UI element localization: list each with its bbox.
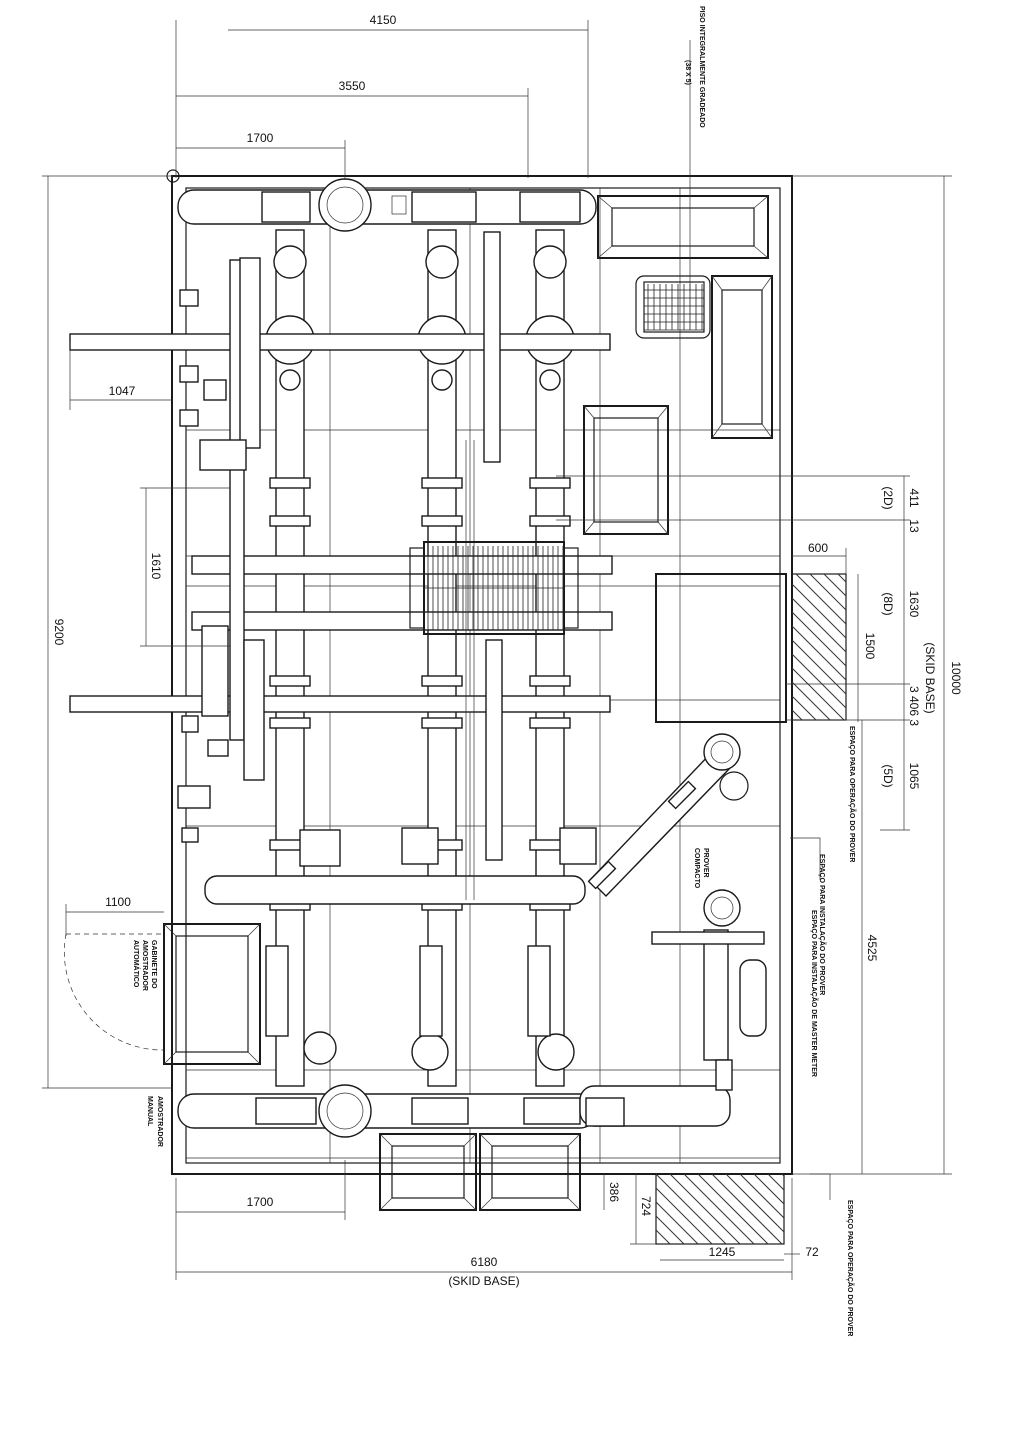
dim-top-3550: 3550 xyxy=(339,79,366,93)
note-espaco-master: ESPAÇO PARA INSTALAÇÃO DE MASTER METER xyxy=(810,910,819,1077)
dim-right-4525: 4525 xyxy=(865,935,879,962)
prover-operation-area-right xyxy=(791,573,847,721)
meter-run-2 xyxy=(401,229,467,1087)
middle-right-cabinet xyxy=(583,405,669,535)
dim-left-9200: 9200 xyxy=(52,619,66,646)
dim-top-4150: 4150 xyxy=(370,13,397,27)
meter-run-1 xyxy=(265,229,341,1087)
dim-right-1630: 1630 xyxy=(907,591,921,618)
note-espaco-prover-2: ESPAÇO PARA INSTALAÇÃO DO PROVER xyxy=(818,854,827,995)
dim-left-1610: 1610 xyxy=(149,553,163,580)
dim-right-411: 411 xyxy=(907,488,921,507)
note-gabinete-2: AMOSTRADOR xyxy=(141,940,148,991)
meter-run-3 xyxy=(525,229,597,1087)
dim-bottom-6180: 6180 xyxy=(471,1255,498,1269)
note-espaco-prover-1: ESPAÇO PARA OPERAÇÃO DO PROVER xyxy=(848,726,857,862)
note-prover-2: COMPACTO xyxy=(693,848,700,889)
dimension-labels: 4150 3550 1700 1047 1610 9200 1100 411 1… xyxy=(52,13,963,1288)
cross-piping xyxy=(69,231,613,905)
auto-sampler-cabinet xyxy=(64,923,261,1065)
right-vertical-cabinet xyxy=(711,275,773,439)
dim-right-5d: (5D) xyxy=(881,764,895,787)
dim-right-1500: 1500 xyxy=(863,633,877,660)
dim-top-1700: 1700 xyxy=(247,131,274,145)
dim-right-13: 13 xyxy=(907,519,921,533)
note-gabinete-1: GABINETE DO xyxy=(150,940,157,989)
top-right-cabinet xyxy=(597,195,769,259)
dim-bottom-1245: 1245 xyxy=(709,1245,736,1259)
dim-right-8d: (8D) xyxy=(881,592,895,615)
note-gabinete-3: AUTOMÁTICO xyxy=(132,940,141,988)
top-header-pipe xyxy=(166,169,597,232)
dim-right-3406-3: 3 406 3 xyxy=(907,686,921,726)
note-amostrador-1: AMOSTRADOR xyxy=(156,1096,163,1147)
note-amostrador-2: MANUAL xyxy=(146,1096,153,1127)
dim-right-skid-base: (SKID BASE) xyxy=(923,642,937,713)
dim-left-1100: 1100 xyxy=(105,895,131,909)
dim-bottom-72: 72 xyxy=(805,1245,819,1259)
bottom-cabinets xyxy=(379,1133,581,1211)
grated-floor-center xyxy=(409,541,579,635)
note-piso-line2: (38 X 5) xyxy=(684,60,691,85)
note-piso-line1: PISO INTEGRALMENTE GRADEADO xyxy=(698,6,705,128)
dim-bottom-724: 724 xyxy=(639,1196,653,1216)
left-instrument-valves xyxy=(177,289,229,843)
dim-bottom-386: 386 xyxy=(607,1182,621,1202)
prover-area-box xyxy=(655,573,787,723)
annotation-notes: PISO INTEGRALMENTE GRADEADO (38 X 5) ESP… xyxy=(132,6,857,1336)
dim-right-10000: 10000 xyxy=(949,661,963,695)
dim-right-2d: (2D) xyxy=(881,486,895,509)
dim-bottom-1700: 1700 xyxy=(247,1195,274,1209)
dim-bottom-skid-base: (SKID BASE) xyxy=(448,1274,519,1288)
dim-left-1047: 1047 xyxy=(109,384,136,398)
prover-operation-area-bottom xyxy=(655,1173,785,1245)
prover-piping xyxy=(579,733,767,1127)
note-prover-1: PROVER xyxy=(702,848,709,878)
dim-right-600: 600 xyxy=(808,541,828,555)
dimension-lines xyxy=(42,20,952,1280)
dim-right-1065: 1065 xyxy=(907,763,921,790)
skid-frame xyxy=(171,175,793,1175)
note-espaco-prover-bottom: ESPAÇO PARA OPERAÇÃO DO PROVER xyxy=(846,1200,855,1336)
bottom-header-pipe xyxy=(177,1084,597,1138)
grated-floor-top xyxy=(635,275,711,339)
